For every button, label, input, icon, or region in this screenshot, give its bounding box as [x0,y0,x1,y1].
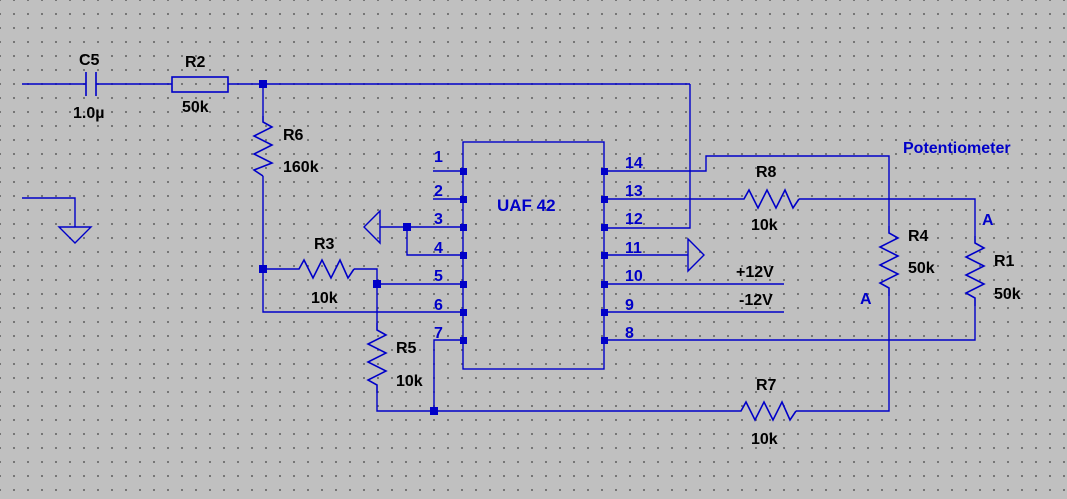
pin-label-12: 12 [625,211,643,228]
pin-label-8: 8 [625,325,634,342]
resistor-r3: R3 10k [294,236,355,307]
junction-dot [259,265,267,273]
wire-top-to-pin12 [604,84,691,229]
resistor-r4: R4 50k [878,226,935,296]
junctions [259,80,438,415]
r1-name: R1 [994,253,1015,270]
r5-value: 10k [396,373,423,390]
r7-value: 10k [751,431,778,448]
ground-left-icon [57,226,93,244]
label-wiper-a-r1: A [982,212,994,229]
label-wiper-a-r4: A [860,291,872,308]
r4-value: 50k [908,260,935,277]
resistor-r7: R7 10k [736,377,797,448]
wire-r3-pin5 [354,268,463,285]
junction-dot [259,80,267,88]
wire-r6-pin6 [262,269,463,313]
resistor-r5: R5 10k [366,323,423,393]
r8-name: R8 [756,164,777,181]
wire-pin7-bottom [433,339,463,411]
ic-name: UAF 42 [497,196,556,215]
ground-pin3-icon [363,209,381,245]
r4-name: R4 [908,228,929,245]
wire-r8-r1 [799,198,976,236]
pin-label-9: 9 [625,297,634,314]
ground-pin11-icon [687,237,705,273]
r6-name: R6 [283,127,304,144]
pin-label-6: 6 [434,297,443,314]
r7-name: R7 [756,377,777,394]
resistor-r6: R6 160k [252,116,319,177]
pin-label-10: 10 [625,268,643,285]
pin-label-1: 1 [434,149,443,166]
resistor-r2: R2 50k [171,54,229,116]
wire-r1-pin8 [604,306,976,341]
pin-label-3: 3 [434,211,443,228]
resistor-r8: R8 10k [739,164,800,234]
resistor-r1: R1 50k [964,236,1021,306]
wire-r5-bottom [376,393,434,412]
pin-label-2: 2 [434,183,443,200]
r6-value: 160k [283,159,319,176]
pin-label-7: 7 [434,325,443,342]
junction-dot [373,280,381,288]
junction-dot [403,223,411,231]
ic-body [462,141,605,370]
r3-name: R3 [314,236,335,253]
r1-value: 50k [994,286,1021,303]
pin-label-14: 14 [625,155,643,172]
r3-value: 10k [311,290,338,307]
wire-r7-r4 [796,296,890,412]
r8-value: 10k [751,217,778,234]
pin-label-11: 11 [625,240,642,257]
wires [22,83,976,412]
wire-pin4 [406,227,463,256]
pin-label-13: 13 [625,183,643,200]
pin-label-4: 4 [434,240,443,257]
r2-value: 50k [182,99,209,116]
c5-name: C5 [79,52,100,69]
ic-uaf42: UAF 42 1 2 3 4 5 6 7 8 9 10 11 12 13 14 [434,141,643,370]
wire-left-ground [22,197,76,227]
label-pos-supply: +12V [736,264,774,281]
label-potentiometer: Potentiometer [903,140,1011,157]
junction-dot [430,407,438,415]
wire-pin14-r4 [604,155,890,226]
r5-name: R5 [396,340,417,357]
c5-value: 1.0µ [73,105,104,122]
capacitor-c5: C5 1.0µ [73,52,104,122]
pin-label-5: 5 [434,268,443,285]
r2-name: R2 [185,54,206,71]
label-neg-supply: -12V [739,292,773,309]
